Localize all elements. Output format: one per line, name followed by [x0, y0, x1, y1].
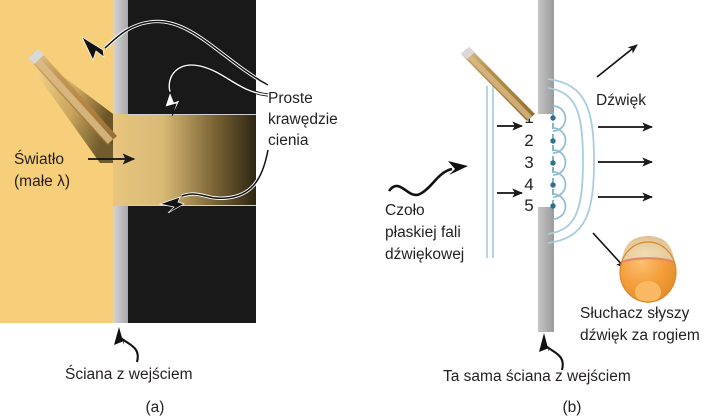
- shadow-edges-label-line2: krawędzie: [268, 111, 338, 128]
- wavefront-callout-line: [387, 167, 453, 197]
- wall-a-callout-arrow: [114, 327, 124, 345]
- light-cone-inner: [44, 62, 113, 146]
- sound-arrow-down: [592, 232, 626, 269]
- flashlight-b: [461, 47, 535, 121]
- head-outline: [619, 241, 677, 303]
- listener-label-line1: Słuchacz słyszy: [580, 305, 690, 322]
- panel-a-caption: (a): [146, 399, 165, 416]
- listener-head: [619, 236, 677, 303]
- callout-arrow-top: [81, 36, 105, 61]
- diffracted-wavefront-outer: [547, 78, 595, 244]
- callout-arrow-mid: [164, 90, 181, 117]
- light-label-line1: Światło: [14, 150, 64, 168]
- source-number-5: 5: [524, 196, 533, 215]
- flashlight-a-highlight: [29, 52, 113, 144]
- wavelet-1: [552, 105, 567, 132]
- source-number-2: 2: [524, 131, 533, 150]
- flashlight-b-highlight: [462, 49, 532, 120]
- wall-upper-segment: [113, 0, 128, 114]
- panel-a: Proste krawędzie cienia Światło (małe λ)…: [0, 0, 338, 416]
- wall-b-label: Ta sama ściana z wejściem: [443, 368, 631, 385]
- wavelet-4: [552, 171, 567, 198]
- flashlight-a-lens: [28, 49, 44, 64]
- wavelet-3: [552, 149, 567, 176]
- wavelet-5: [552, 193, 567, 220]
- huygens-source-dot-2: [550, 138, 556, 144]
- huygens-source-dot-4: [550, 182, 556, 188]
- source-number-3: 3: [524, 153, 533, 172]
- callout-line-mid-core: [168, 64, 269, 96]
- wall-b-upper-segment: [538, 0, 554, 114]
- panel-b-caption: (b): [563, 399, 582, 416]
- wavelet-2: [552, 127, 567, 154]
- panel-b: 1 2 3 4 5 Dźwięk Czoło płaskiej fali dźw…: [385, 0, 700, 416]
- light-label-line2: (małe λ): [14, 173, 70, 190]
- shadow-edges-label-line3: cienia: [268, 132, 309, 149]
- head-hairline: [621, 257, 675, 264]
- callout-arrow-bottom: [158, 196, 185, 214]
- wavefront-callout-arrow: [448, 161, 468, 175]
- head-hair: [622, 236, 674, 262]
- head-neck: [635, 281, 661, 303]
- light-beam: [113, 114, 256, 206]
- diffracted-wavefront-inner: [547, 87, 584, 235]
- flashlight-a: [28, 49, 117, 145]
- wavefront-label-line1: Czoło: [385, 202, 425, 219]
- shadow-edges-label-line1: Proste: [268, 90, 313, 107]
- callout-line-top-core: [104, 20, 269, 86]
- wall-b-callout-line: [545, 345, 564, 371]
- wavefront-label-line3: dźwiękowej: [385, 246, 464, 263]
- wall-a-label: Ściana z wejściem: [65, 365, 193, 383]
- flashlight-b-lens: [461, 47, 475, 59]
- callout-line-bottom-core: [181, 149, 269, 199]
- sound-label: Dźwięk: [596, 92, 646, 109]
- huygens-source-dot-5: [550, 203, 556, 209]
- source-number-4: 4: [524, 175, 533, 194]
- huygens-source-dot-3: [550, 160, 556, 166]
- wavefront-label-line2: płaskiej fali: [385, 224, 461, 241]
- wall-a-callout-line: [120, 337, 139, 363]
- sound-arrow-up: [596, 44, 638, 78]
- wall-lower-segment: [113, 206, 128, 323]
- wall-b-callout-arrow: [539, 333, 549, 352]
- wall-b-lower-segment: [538, 207, 554, 332]
- huygens-source-dot-1: [550, 115, 556, 121]
- listener-label-line2: dźwięk za rogiem: [580, 327, 700, 344]
